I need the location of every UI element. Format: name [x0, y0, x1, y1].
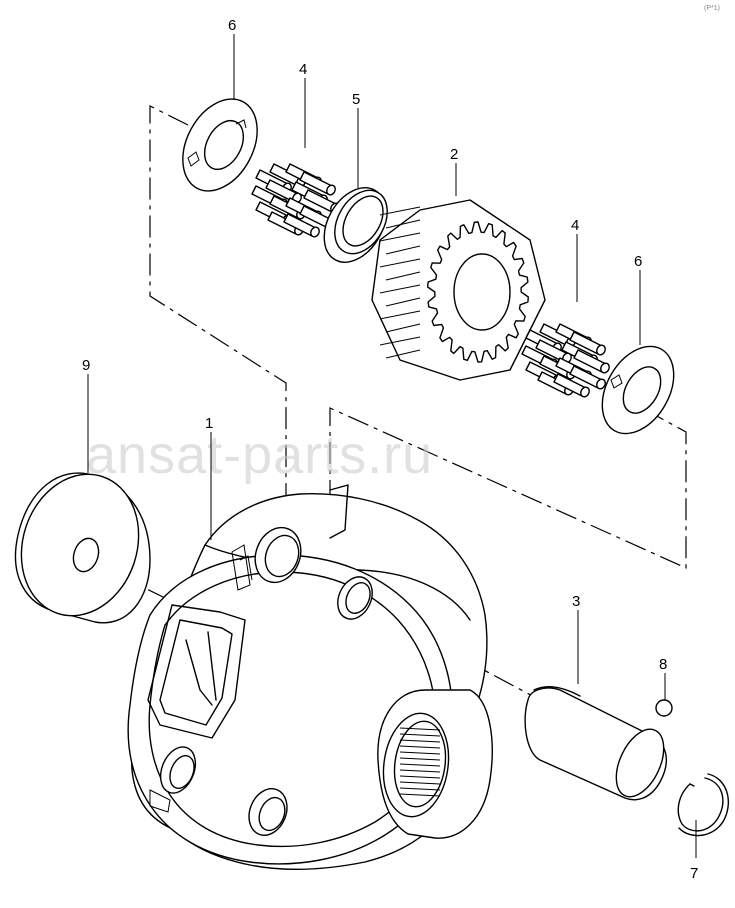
- thrust-disc: [14, 472, 151, 624]
- callout-8: 8: [659, 656, 667, 673]
- callout-7: 7: [690, 865, 698, 882]
- spacer-ring: [323, 187, 388, 263]
- callout-6-upper: 6: [228, 17, 236, 34]
- callout-labels: 6 4 5 2 4 6 9 1 3 8 7: [82, 17, 698, 882]
- snap-ring: [677, 773, 729, 837]
- callout-9: 9: [82, 357, 90, 374]
- thrust-washer-upper: [182, 98, 258, 192]
- thrust-washer-lower: [601, 345, 675, 435]
- callout-5: 5: [352, 91, 360, 108]
- planet-gear: [371, 199, 546, 381]
- watermark-text: ansat-parts.ru: [86, 425, 433, 485]
- callout-leaders: [87, 34, 697, 858]
- callout-2: 2: [450, 146, 458, 163]
- callout-3: 3: [572, 593, 580, 610]
- corner-code: (P*1): [704, 5, 720, 12]
- callout-4-lower: 4: [571, 217, 579, 234]
- needle-rollers-lower: [521, 323, 610, 398]
- planet-carrier: [127, 484, 493, 870]
- callout-4-upper: 4: [299, 61, 307, 78]
- steel-ball: [655, 699, 673, 717]
- planet-pin: [524, 686, 668, 801]
- needle-rollers-upper: [251, 163, 340, 238]
- callout-6-lower: 6: [634, 253, 642, 270]
- callout-1: 1: [205, 415, 213, 432]
